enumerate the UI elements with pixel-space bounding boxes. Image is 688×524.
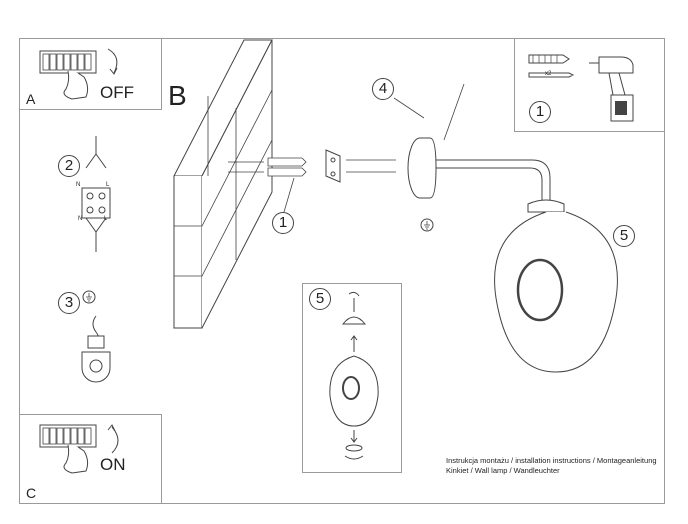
step-1-tools-marker: 1: [529, 101, 551, 123]
turn-arrow-icon: [107, 424, 119, 454]
panel-a-switch-off: A OFF: [19, 38, 162, 110]
wall-plug-icon: [528, 54, 575, 78]
drill-icon: [589, 56, 634, 122]
shade-assembly-panel: 5: [302, 283, 402, 473]
panel-b-letter: B: [168, 80, 187, 111]
wall-tiles: [173, 39, 273, 329]
step-5-lamp-marker: 5: [613, 225, 635, 247]
fuse-box-icon: [39, 50, 97, 100]
terminal-n-top: N: [76, 182, 81, 188]
terminal-l-bottom: L: [104, 216, 108, 222]
panel-a-letter: A: [26, 91, 36, 107]
screws-and-plugs: [228, 157, 396, 177]
terminal-block-icon: [81, 136, 111, 252]
panel-c-switch-on: C ON: [19, 414, 162, 504]
panel-c-letter: C: [26, 485, 37, 501]
tools-panel: x2 1: [514, 38, 665, 132]
fuse-box-icon: [39, 424, 97, 474]
turn-arrow-icon: [107, 48, 118, 75]
wall-marker-leader: [283, 177, 295, 213]
instruction-sheet-frame: [19, 38, 665, 504]
step-1-wall-marker: 1: [272, 212, 294, 234]
off-label: OFF: [100, 83, 134, 102]
mounting-bracket: [325, 149, 341, 183]
step-5-inset-marker: 5: [309, 288, 331, 310]
step-3-marker: 3: [58, 292, 80, 314]
leader-lines: [393, 83, 465, 141]
terminal-l-top: L: [106, 182, 110, 188]
step-4-marker: 4: [372, 78, 394, 100]
quantity-label: x2: [545, 71, 552, 77]
footer-instructions: Instrukcja montażu / installation instru…: [446, 456, 657, 465]
ground-icon: [420, 218, 434, 232]
footer-product: Kinkiet / Wall lamp / Wandleuchter: [446, 466, 560, 475]
on-label: ON: [100, 455, 126, 474]
wall-lamp-drawing: [407, 137, 618, 373]
terminal-n-bottom: N: [78, 216, 83, 222]
ground-icon: [82, 290, 96, 304]
ground-connector-icon: [81, 315, 111, 383]
step-2-marker: 2: [58, 155, 80, 177]
shade-assembly-drawing: [329, 291, 379, 460]
